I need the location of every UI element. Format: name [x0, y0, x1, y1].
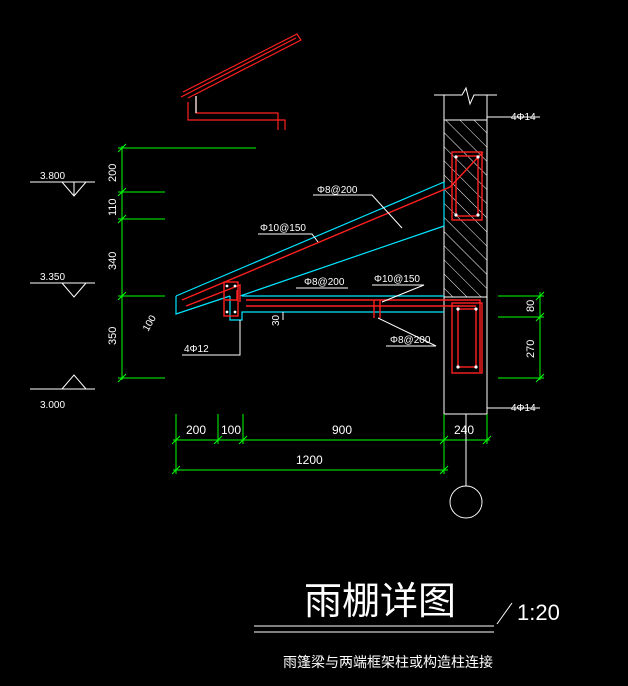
dim-right-80: 80 [525, 300, 537, 312]
elevation-marks [30, 181, 95, 390]
slope-thickness-text: 100 [141, 313, 159, 333]
left-dim-chain [117, 143, 256, 383]
dim-left-110: 110 [107, 198, 119, 216]
dim-right-270: 270 [525, 340, 537, 358]
right-dim-chain [498, 291, 545, 383]
dim-h-1200: 1200 [296, 453, 323, 467]
drawing-scale: 1:20 [517, 600, 560, 625]
rebar-slope-top-text: Φ8@200 [317, 185, 358, 196]
elevation-mid-text: 3.350 [40, 272, 65, 283]
wall-column [434, 86, 497, 415]
elevation-bot-text: 3.000 [40, 400, 65, 411]
dim-left-350: 350 [107, 327, 119, 345]
rebar-slab-stirrup-text: Φ8@200 [390, 335, 431, 346]
rebar-top-column-text: 4Φ14 [511, 112, 536, 123]
dim-h-900: 900 [332, 423, 352, 437]
elevation-top-text: 3.800 [40, 171, 65, 182]
leader-lines [182, 116, 540, 409]
horizontal-dims [171, 414, 492, 475]
slab-thickness-text: 30 [271, 314, 282, 326]
rebar-slab-top-text: Φ10@150 [374, 274, 420, 285]
rebar-slope-dist-text: Φ8@200 [304, 277, 345, 288]
rebar-slope-main-text: Φ10@150 [260, 223, 306, 234]
axis-bubble [449, 414, 483, 519]
rebar-lines [181, 151, 484, 374]
dim-left-200: 200 [107, 164, 119, 182]
dim-left-340: 340 [107, 252, 119, 270]
dim-h-240: 240 [454, 423, 474, 437]
rebar-bottom-column-text: 4Φ14 [511, 403, 536, 414]
rebar-dots [225, 155, 480, 369]
concrete-outline [175, 181, 445, 321]
drawing-subtitle: 雨篷梁与两端框架柱或构造柱连接 [283, 654, 493, 671]
drawing-title: 雨棚详图 [304, 579, 456, 623]
title-block [254, 602, 513, 633]
key-sketch [180, 33, 302, 130]
dim-h-200: 200 [186, 423, 206, 437]
dim-h-100: 100 [221, 423, 241, 437]
rebar-edge-beam-text: 4Φ12 [184, 344, 209, 355]
